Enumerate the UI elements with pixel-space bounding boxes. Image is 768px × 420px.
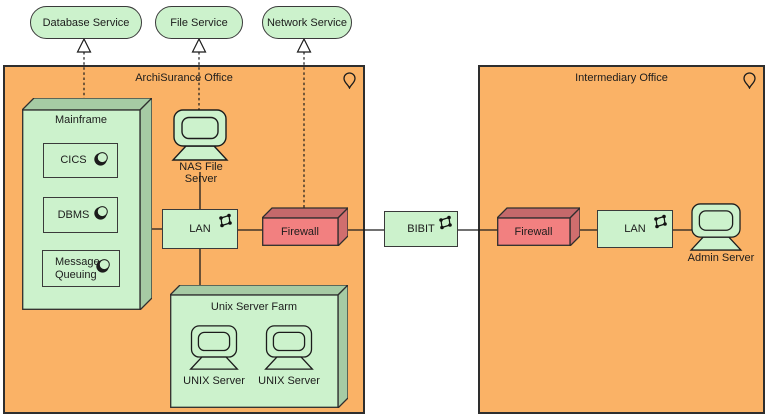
node-unix-server-farm[interactable] [170, 285, 348, 408]
service-label: File Service [170, 16, 228, 29]
realization-database-service[interactable] [76, 37, 92, 101]
network-icon [654, 214, 667, 229]
system-software-dbms[interactable]: DBMS [43, 197, 118, 233]
component-label: Message Queuing [55, 255, 100, 281]
system-software-icon [96, 259, 110, 273]
service-database[interactable]: Database Service [30, 6, 142, 39]
node-firewall-right[interactable] [497, 207, 580, 246]
device-unix-server-2[interactable] [263, 325, 315, 370]
network-icon [439, 215, 452, 230]
node-unix-server-farm-title: Unix Server Farm [210, 301, 298, 313]
device-nas-file-server[interactable] [170, 109, 230, 161]
system-software-message-queuing[interactable]: Message Queuing [42, 250, 120, 287]
network-label: BIBIT [407, 223, 435, 235]
realization-network-service[interactable] [296, 37, 312, 209]
network-bibit[interactable]: BIBIT [384, 211, 458, 247]
device-label: NAS File Server [179, 161, 223, 185]
service-file[interactable]: File Service [155, 6, 243, 39]
network-label: LAN [624, 223, 646, 235]
firewall-label: Firewall [281, 226, 319, 238]
component-label: CICS [60, 154, 87, 166]
device-unix-server-1[interactable] [188, 325, 240, 370]
network-icon [219, 213, 232, 228]
system-software-icon [94, 152, 108, 166]
location-pin-icon [743, 72, 756, 89]
service-label: Network Service [266, 16, 348, 29]
device-admin-server[interactable] [688, 203, 744, 251]
location-pin-icon [343, 72, 356, 89]
network-lan-right[interactable]: LAN [597, 210, 673, 248]
device-label: Admin Server [687, 252, 755, 264]
node-mainframe-title: Mainframe [55, 114, 107, 126]
device-label: UNIX Server [258, 375, 320, 387]
office-title: ArchiSurance Office [135, 72, 233, 84]
office-title: Intermediary Office [575, 72, 668, 84]
component-label: DBMS [57, 208, 90, 221]
firewall-label: Firewall [514, 226, 553, 238]
network-lan-left[interactable]: LAN [162, 209, 238, 249]
service-label: Database Service [42, 16, 130, 29]
realization-file-service[interactable] [191, 37, 207, 112]
service-network[interactable]: Network Service [262, 6, 352, 39]
network-label: LAN [189, 223, 211, 235]
node-firewall-left[interactable] [262, 207, 348, 246]
device-label: UNIX Server [183, 375, 245, 387]
system-software-icon [94, 206, 108, 220]
system-software-cics[interactable]: CICS [43, 143, 118, 178]
